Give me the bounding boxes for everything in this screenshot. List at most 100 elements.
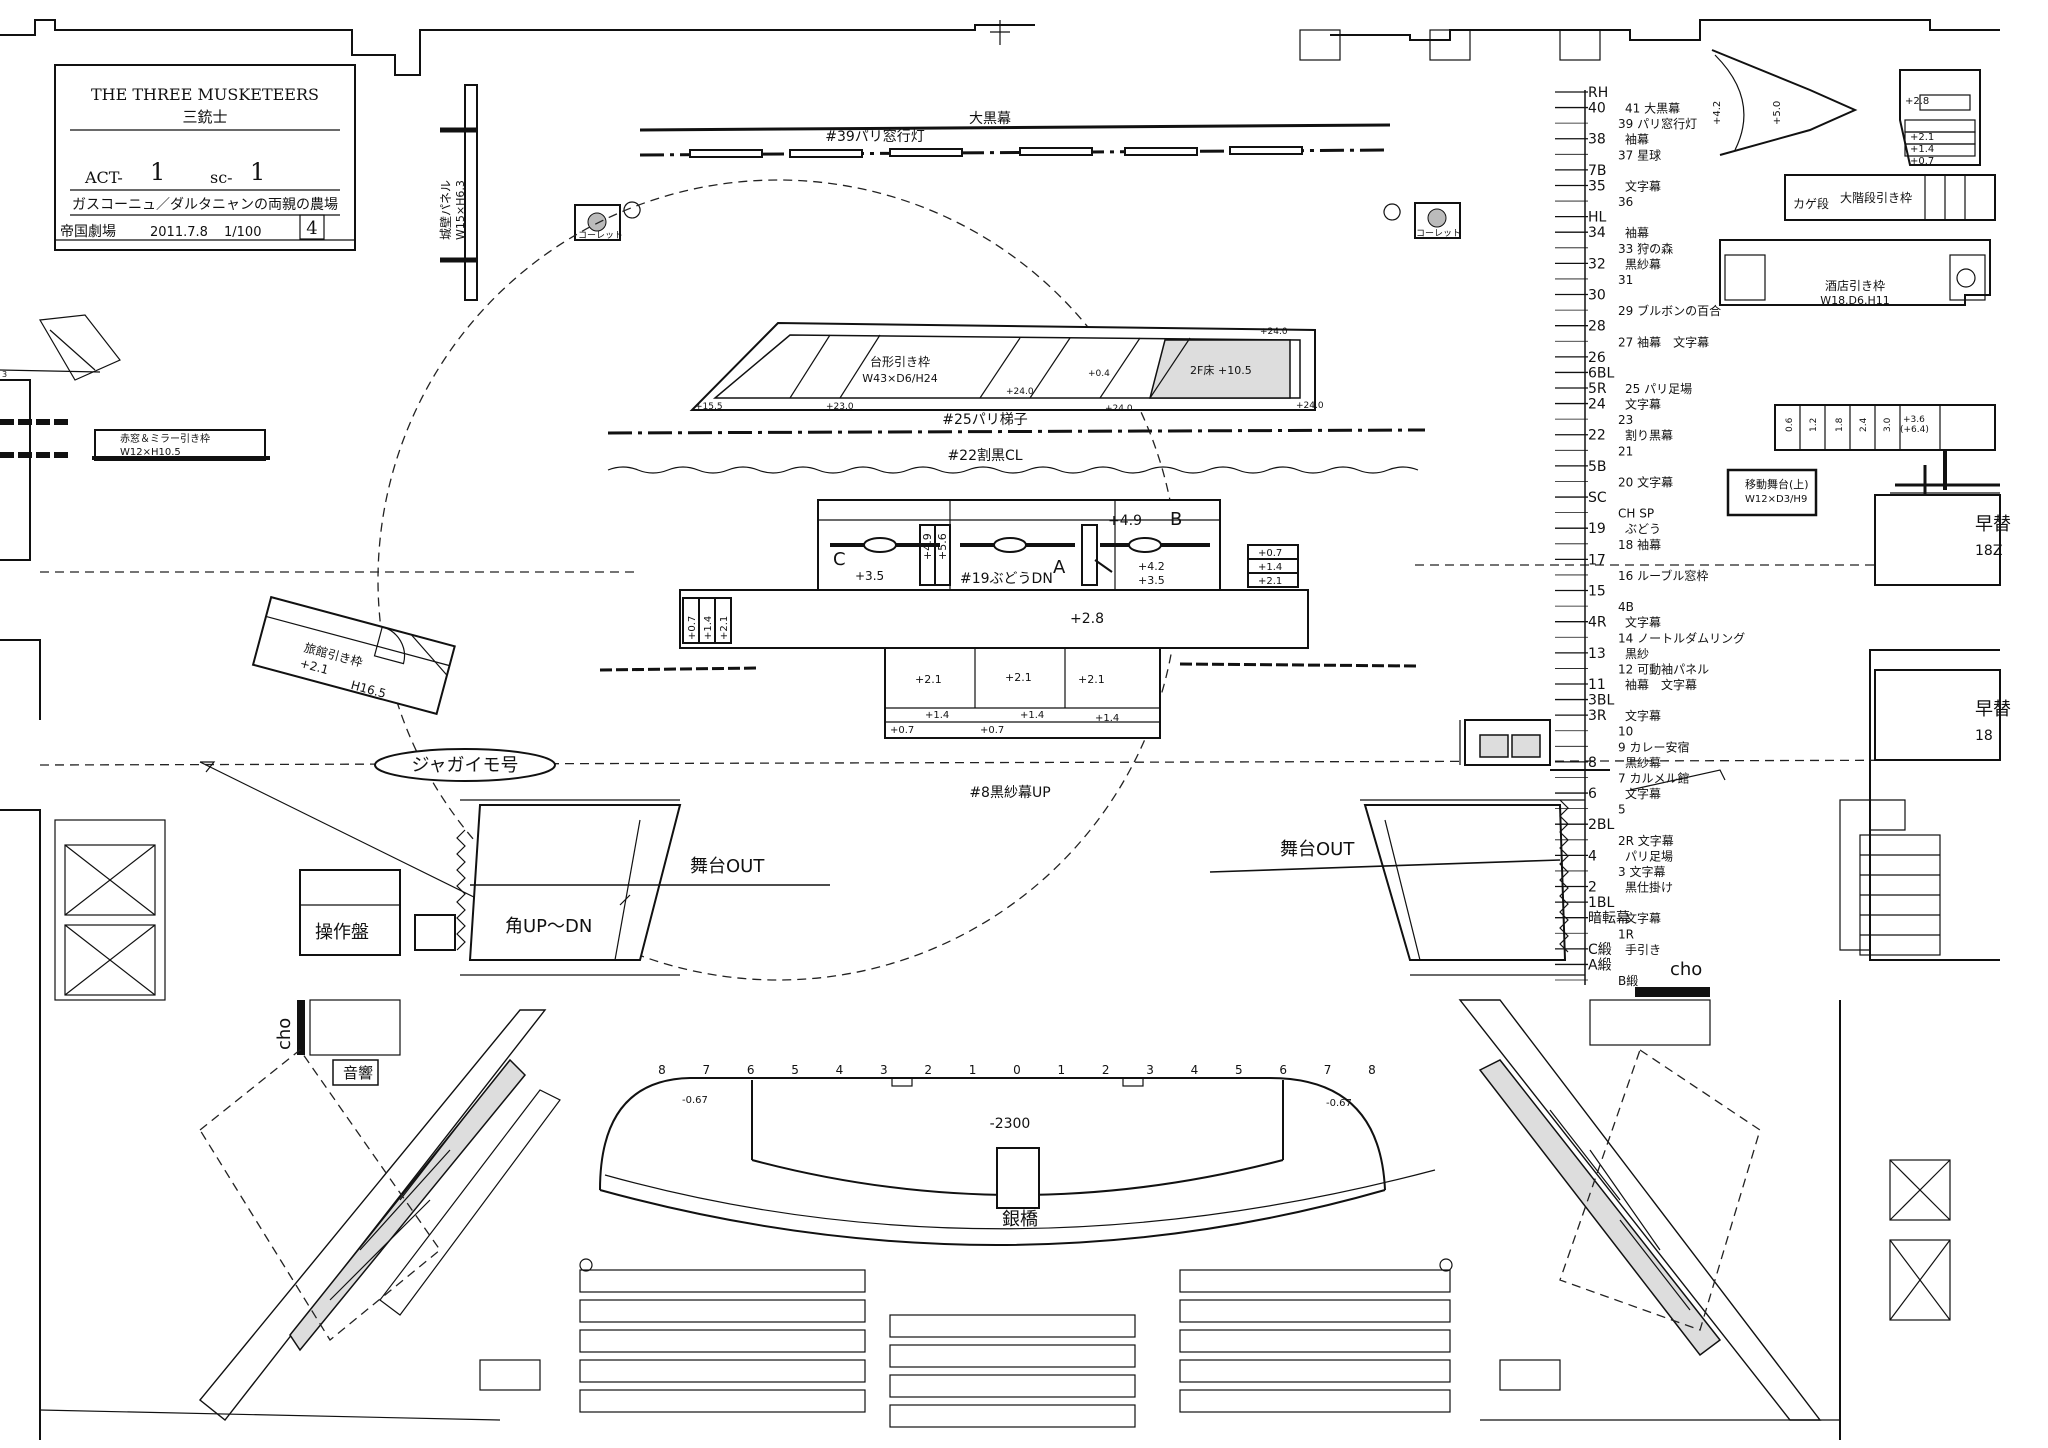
h49-label: +4.9 (1108, 513, 1142, 529)
left-truss (39, 1009, 561, 1421)
sakaba-size: W18.D6.H11 (1820, 294, 1890, 307)
kaku-label: 角UP～DN (505, 916, 592, 937)
rail-row-name: 9 カレー安宿 (1618, 739, 1689, 754)
scene-label: sc- (210, 168, 233, 187)
rail-row-name: 4B (1618, 600, 1634, 614)
spot-left-label: コーレット (578, 231, 623, 241)
rail-row-name: CH SP (1618, 507, 1654, 521)
scene-number: 1 (250, 158, 265, 186)
right-upper-stair: +4.2 +5.0 +2.8 +2.1 +1.4 +0.7 (1711, 49, 1981, 167)
ss18: 1.8 (1835, 417, 1845, 432)
rail-row-number: 6 (1588, 786, 1597, 802)
ru-h50: +5.0 (1772, 101, 1783, 125)
rail-row-number: 5B (1588, 459, 1607, 475)
rail-row-name: 36 (1618, 195, 1633, 209)
n3-label: 3 (2, 370, 7, 379)
rail-row-number: 4R (1588, 615, 1607, 631)
ru-h42: +4.2 (1712, 101, 1723, 125)
right-truss (1458, 999, 1840, 1421)
ruler-label: 8 (658, 1063, 666, 1077)
act-label: ACT- (84, 168, 123, 187)
right-wing-unit: 舞台OUT (1209, 799, 1585, 976)
act-number: 1 (150, 158, 165, 186)
rail-row-name: 31 (1618, 273, 1633, 287)
ss30: 3.0 (1883, 417, 1893, 432)
rail-row-number: 暗転幕 (1588, 911, 1630, 927)
rail-row-name: 25 パリ足場 (1625, 382, 1692, 396)
daikei-size: W43×D6/H24 (862, 372, 938, 385)
side-steps-right: 0.6 1.2 1.8 2.4 3.0 +3.6 (+6.4) (1774, 404, 1996, 490)
rail-row-name: 袖幕 文字幕 (1625, 677, 1697, 692)
rail-row-name: 7 カルメル館 (1618, 770, 1689, 785)
ruler-label: 4 (1191, 1063, 1199, 1077)
scale-text: 1/100 (224, 225, 261, 240)
rail-row-number: 2 (1588, 880, 1597, 896)
rail-row-name: 割り黒幕 (1625, 428, 1673, 443)
h42-label: +4.2 (1138, 560, 1165, 573)
building-outline (0, 19, 2000, 1440)
kagedan-label: カゲ段 (1793, 196, 1829, 211)
rail-row-name: パリ足場 (1625, 849, 1673, 863)
rail-row-number: 32 (1588, 256, 1606, 272)
side-panel-size: W15×H6.3 (454, 180, 467, 240)
scene-location: ガスコーニュ／ダルタニャンの両親の農場 (72, 197, 338, 213)
rail-row-number: 17 (1588, 552, 1606, 568)
left-lower-area: 操作盤 cho 音響 (54, 819, 456, 1086)
castle-wall-panel: 城壁パネル W15×H6.3 (438, 84, 478, 301)
ruler-label: 1 (969, 1063, 977, 1077)
h24-d: +24.0 (1296, 401, 1324, 411)
rail-row-number: 15 (1588, 584, 1606, 600)
rail-row-name: 21 (1618, 444, 1633, 458)
h155: +15.5 (695, 402, 723, 412)
rail-row-number: 26 (1588, 350, 1606, 366)
ruler-label: 1 (1058, 1063, 1066, 1077)
rail-row-number: 3R (1588, 708, 1607, 724)
ss64: (+6.4) (1900, 425, 1929, 435)
bar25-label: #25パリ梯子 (942, 412, 1028, 428)
control-panel-label: 操作盤 (315, 922, 369, 943)
rail-row-name: B緞 (1618, 973, 1638, 988)
rail-row-number: 40 (1588, 101, 1606, 117)
rail-row-number: 38 (1588, 132, 1606, 148)
jagaimo-wagon: ジャガイモ号 (199, 748, 556, 906)
rail-row-name: 27 袖幕 文字幕 (1618, 334, 1709, 349)
rail-row-name: 文字幕 (1625, 911, 1661, 926)
jagaimo-label: ジャガイモ号 (411, 755, 518, 776)
center-lifts: +4.9 B C A +3.5 +3.5 +4.2 +5.6 +4.9 #19ぶ… (679, 499, 1309, 739)
rail-row-number: 8 (1588, 755, 1597, 771)
h14-c: +1.4 (925, 710, 949, 721)
rail-row-name: 文字幕 (1625, 786, 1661, 801)
spot-right-label: コーレット (1416, 229, 1461, 239)
rail-row-name: 袖幕 (1625, 225, 1649, 240)
h21-b: +2.1 (719, 616, 730, 640)
trapezoid-wagon: 台形引き枠 W43×D6/H24 2F床 +10.5 +24.0 +24.0 +… (689, 321, 1324, 414)
ruler-label: 2 (1102, 1063, 1110, 1077)
rail-row-number: HL (1588, 210, 1607, 226)
rail-row-number: 4 (1588, 848, 1597, 864)
rail-row-name: 手引き (1625, 943, 1661, 957)
ruler-label: 8 (1368, 1063, 1376, 1077)
lift-c-label: C (833, 549, 846, 570)
idou-label: 移動舞台(上) (1745, 477, 1809, 491)
ruler-label: 6 (1279, 1063, 1287, 1077)
h07-c: +0.7 (890, 725, 914, 736)
h21-a: +2.1 (1258, 576, 1282, 587)
rail-row-name: 黒紗 (1625, 647, 1649, 661)
right-lower-stairs: cho (1589, 799, 1941, 1046)
h24-c: +24.0 (1105, 404, 1133, 414)
rail-row-number: 1BL (1588, 895, 1615, 911)
rail-row-name: 黒仕掛け (1625, 880, 1673, 895)
left-wing-unit: 舞台OUT 角UP～DN (456, 799, 830, 976)
rail-row-name: 黒紗幕 (1625, 756, 1661, 770)
kuromaku-label: 大黒幕 (969, 111, 1011, 127)
h56: +5.6 (936, 533, 949, 560)
rail-row-name: 33 狩の森 (1618, 241, 1673, 256)
ryokan-wagon: 旅館引き枠 +2.1 H16.5 (251, 595, 456, 716)
bar39-label: #39パリ窓行灯 (825, 128, 925, 145)
date-text: 2011.7.8 (150, 225, 208, 240)
h35-b: +3.5 (1138, 574, 1165, 587)
mirror-label: 赤窓＆ミラー引き枠 (120, 432, 210, 445)
ss36: +3.6 (1903, 415, 1925, 425)
rail-row-number: 11 (1588, 677, 1606, 693)
